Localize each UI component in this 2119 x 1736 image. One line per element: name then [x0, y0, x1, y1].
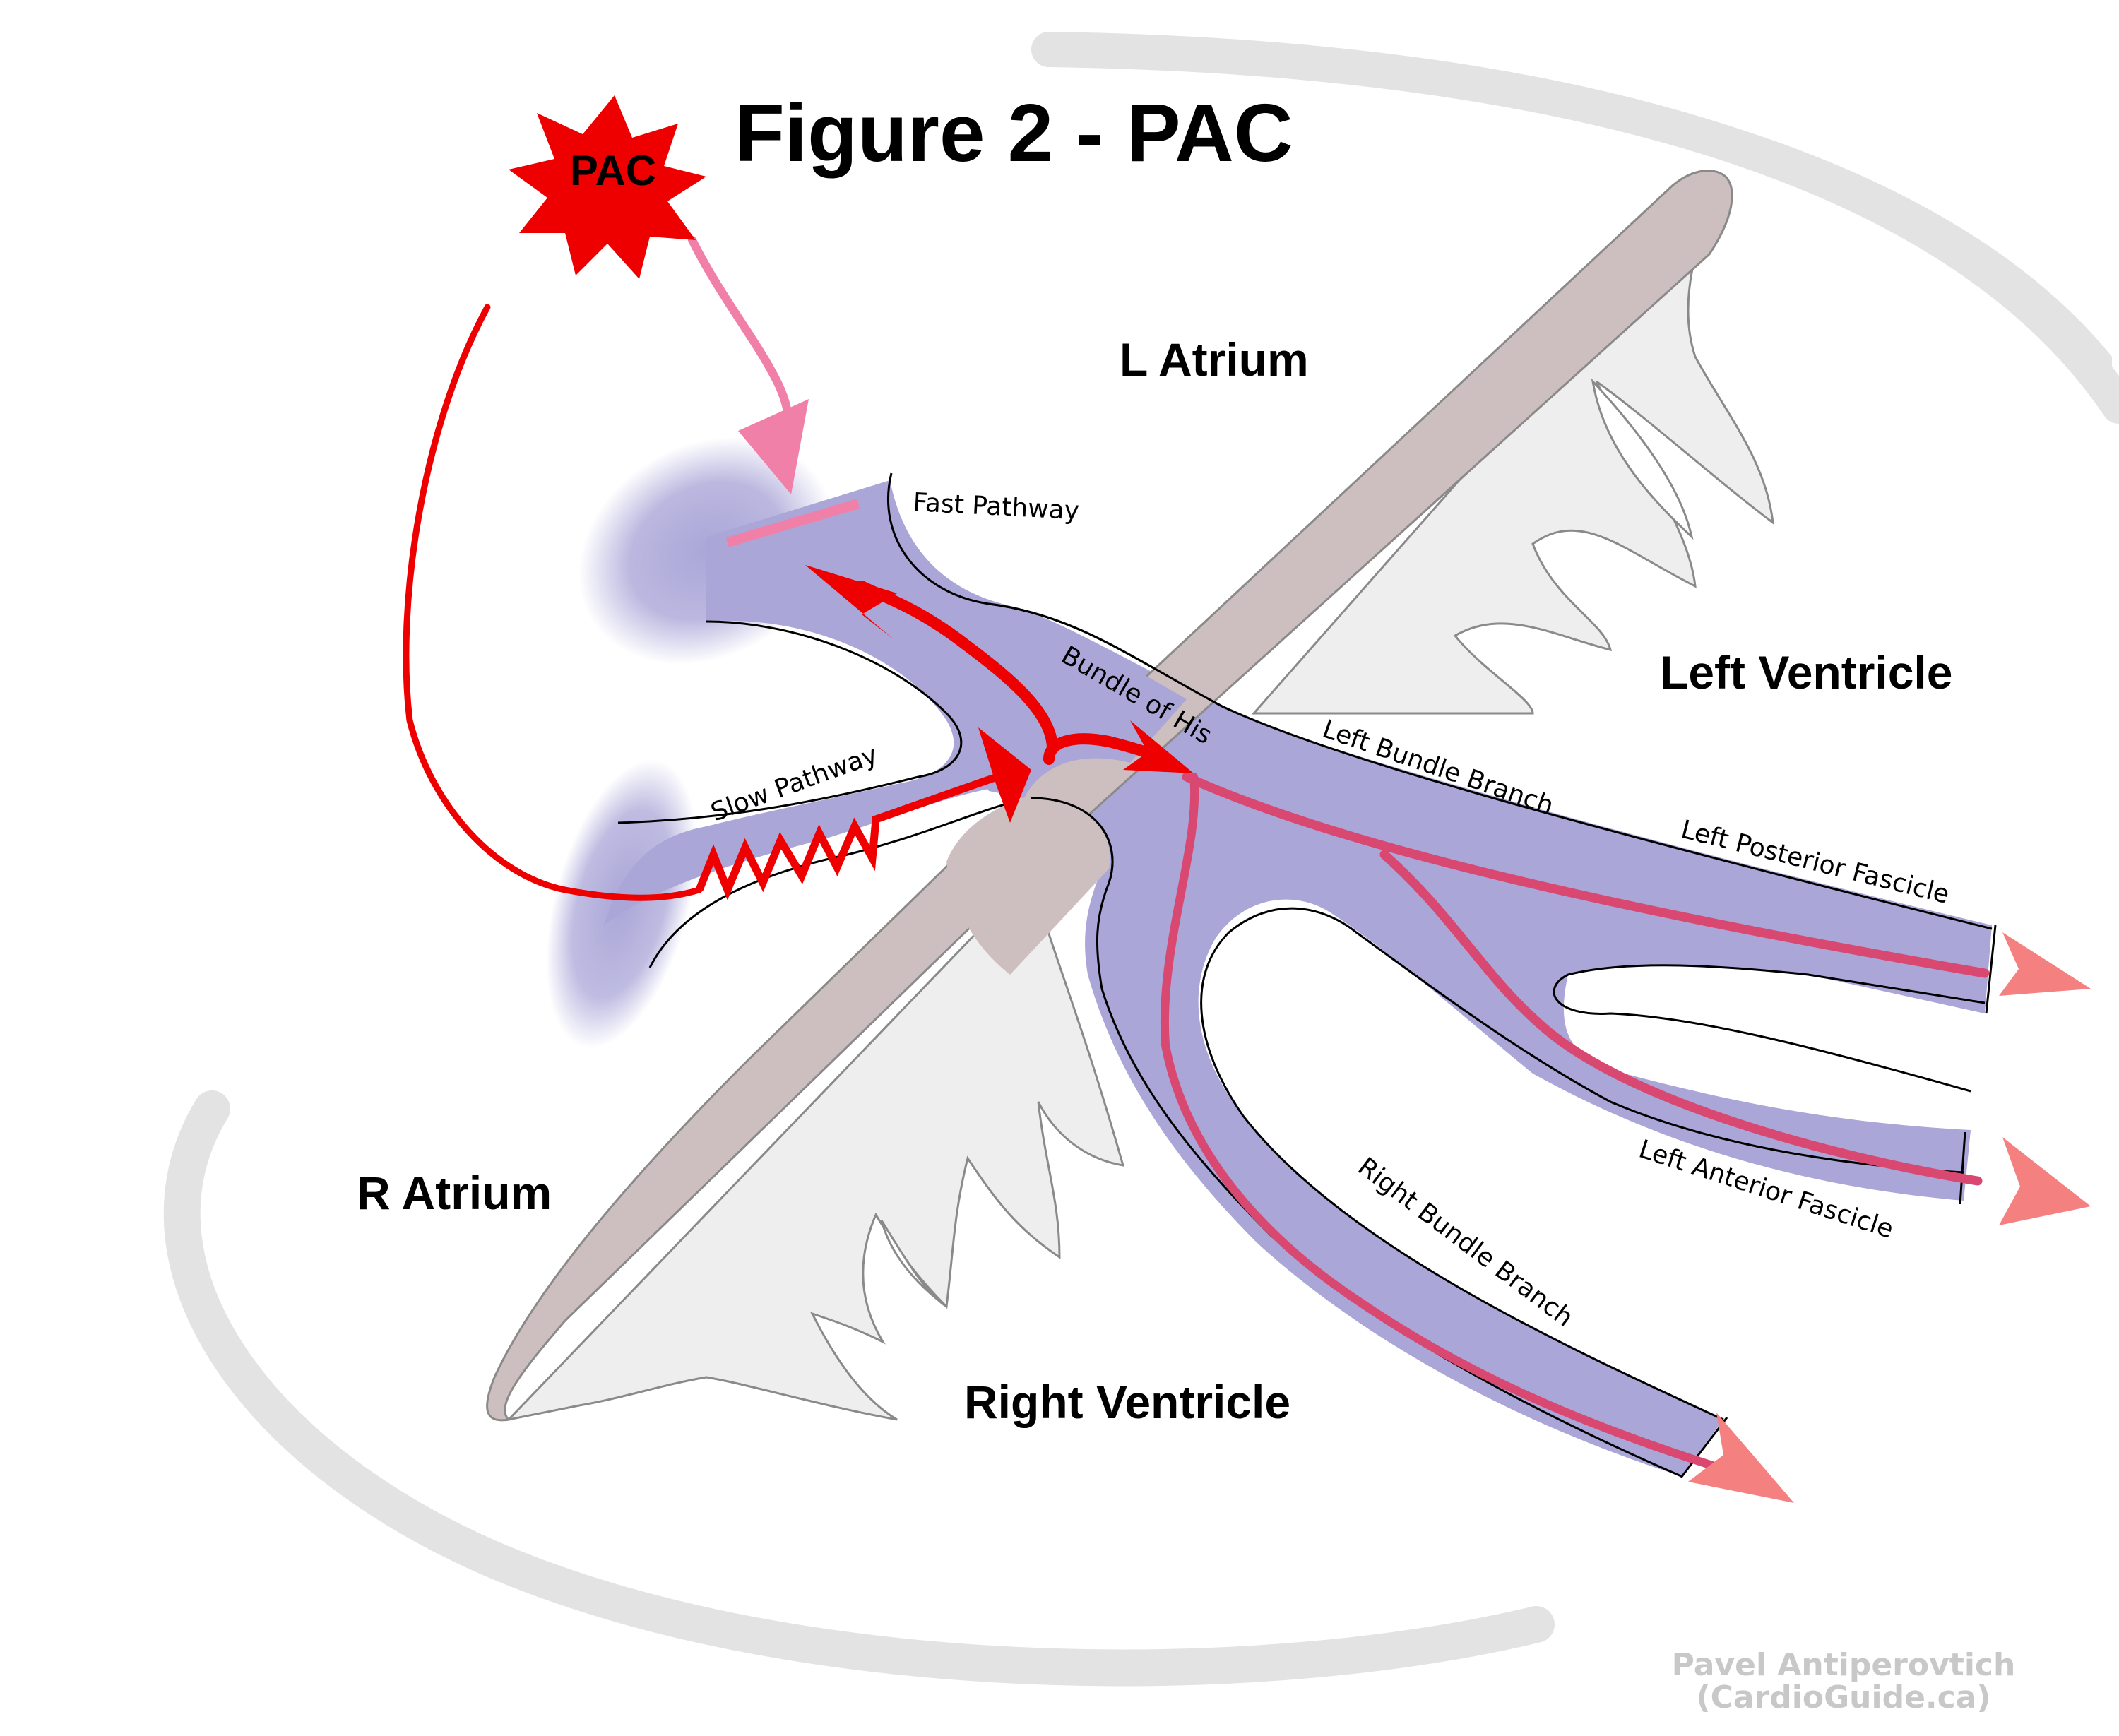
ventricular-exit-arrows	[1688, 932, 2091, 1503]
lpf-exit-arrow	[1999, 932, 2091, 996]
pac-starburst	[509, 95, 706, 279]
r-atrium-label: R Atrium	[357, 1167, 552, 1219]
heart-outline-bottom-arc	[163, 1090, 1555, 1687]
his-lower-border	[1031, 797, 1114, 884]
left-ventricle-trabecula-notch	[1591, 378, 1694, 540]
figure-title: Figure 2 - PAC	[735, 87, 1293, 179]
right-ventricle-label: Right Ventricle	[964, 1376, 1290, 1428]
atrial-impulse-loop	[403, 304, 703, 901]
ventricular-impulse-lines	[1160, 772, 1990, 1473]
heart-outline-top-arc-band	[1031, 32, 2119, 424]
septum-lower-over	[946, 795, 1110, 975]
fast-pathway-block	[726, 499, 860, 547]
retrograde-arrowhead	[805, 565, 897, 639]
credit-author: Pavel Antiperovtich	[1672, 1647, 2016, 1683]
interventricular-septum	[486, 170, 1733, 1422]
l-atrium-label: L Atrium	[1120, 333, 1309, 386]
pac-badge-label: PAC	[570, 147, 656, 194]
fast-pathway-label: Fast Pathway	[913, 488, 1080, 525]
slow-pathway-arrowhead	[978, 727, 1031, 823]
rbb-exit-arrow	[1688, 1413, 1794, 1503]
conduction-system-tissue	[604, 480, 1992, 1476]
his-entry-arrowhead	[1123, 720, 1194, 773]
right-ventricle-trabecula-notch	[880, 1220, 947, 1308]
credit-site: (CardioGuide.ca)	[1696, 1679, 1990, 1716]
pac-impulse-arrowhead	[738, 399, 809, 494]
laf-exit-arrow	[1999, 1137, 2091, 1225]
his-upper-border	[988, 602, 1223, 708]
right-ventricle-trabeculae	[505, 874, 1125, 1422]
left-ventricle-label: Left Ventricle	[1660, 646, 1952, 698]
slow-pathway-zigzag-impulse	[695, 766, 1019, 900]
